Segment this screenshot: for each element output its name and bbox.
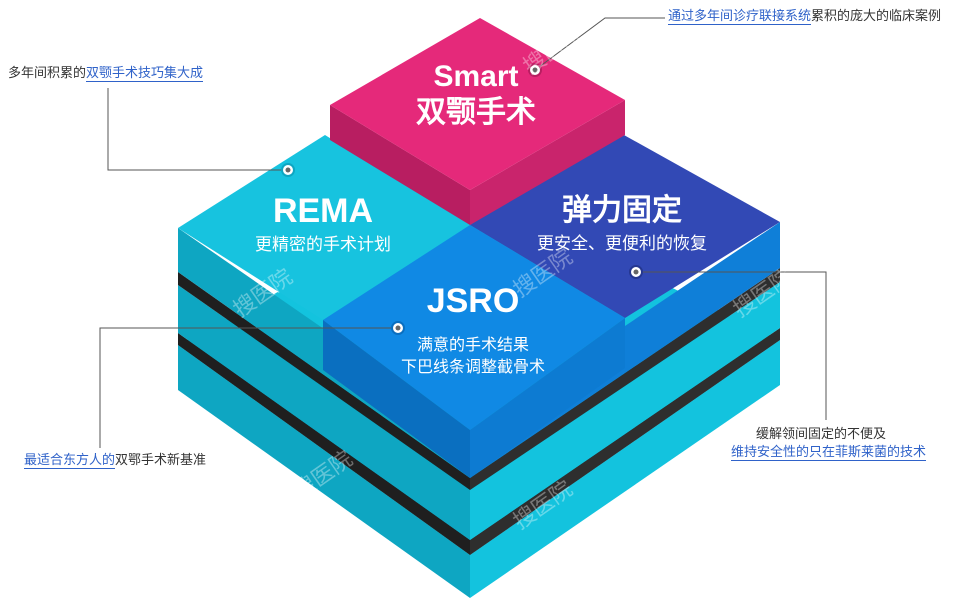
- jsro-tile-front-left: [323, 320, 470, 478]
- annotation-top-left-highlight: 双颚手术技巧集大成: [86, 66, 204, 82]
- middle-slab-left-face: [178, 285, 470, 540]
- dark-band-upper: [178, 268, 780, 490]
- elastic-title: 弹力固定: [562, 193, 682, 227]
- jsro-tile: [323, 225, 625, 430]
- dark-band-lower: [178, 328, 780, 555]
- marker-dots: [281, 63, 643, 335]
- leader-bottom-left: [99, 327, 398, 448]
- annotation-bottom-right: 缓解领间固定的不便及 维持安全性的只在菲斯莱菌的技术: [716, 426, 926, 462]
- annotation-bottom-right-line1: 缓解领间固定的不便及: [755, 427, 886, 442]
- smart-tile: [330, 18, 625, 190]
- dark-band-upper-left: [178, 272, 470, 490]
- jsro-title: JSRO: [427, 282, 520, 320]
- leader-bottom-right: [636, 271, 827, 420]
- dark-band-upper-right: [470, 268, 780, 490]
- annotation-top-right-rest: 累积的庞大的临床案例: [811, 9, 942, 24]
- annotation-bottom-left-rest: 双鄂手术新基准: [115, 453, 207, 468]
- annotation-top-right: 通过多年间诊疗联接系统累积的庞大的临床案例: [668, 8, 941, 26]
- middle-slab-right-face: [470, 282, 780, 540]
- marker-rema-core: [285, 167, 291, 173]
- leader-top-left: [107, 88, 288, 171]
- jsro-subtitle-line2: 下巴线条调整截骨术: [401, 358, 545, 376]
- annotation-bottom-right-line2-wrap: 维持安全性的只在菲斯莱菌的技术: [716, 444, 926, 462]
- annotation-top-left: 多年间积累的双颚手术技巧集大成: [8, 65, 204, 83]
- rema-subtitle: 更精密的手术计划: [255, 235, 391, 254]
- leader-top-right: [534, 17, 665, 71]
- marker-elastic-core: [633, 269, 639, 275]
- annotation-bottom-left-highlight: 最适合东方人的: [24, 453, 116, 469]
- jsro-subtitle-line1: 满意的手术结果: [417, 335, 529, 354]
- smart-block-right-face: [470, 100, 625, 225]
- annotation-bottom-left: 最适合东方人的双鄂手术新基准: [24, 452, 206, 470]
- annotation-bottom-right-line2: 维持安全性的只在菲斯莱菌的技术: [730, 445, 926, 461]
- dark-band-lower-left: [178, 333, 470, 555]
- smart-block-left-face: [330, 105, 470, 225]
- annotation-top-right-highlight: 通过多年间诊疗联接系统: [668, 9, 812, 25]
- bottom-slab-left-face: [178, 345, 470, 598]
- elastic-subtitle: 更安全、更便利的恢复: [537, 234, 707, 253]
- smart-subtitle: 双颚手术: [416, 96, 536, 129]
- rema-tile: [178, 135, 470, 320]
- marker-smart-core: [532, 67, 538, 73]
- jsro-tile-front-right: [470, 318, 625, 478]
- annotation-top-left-plain: 多年间积累的: [8, 66, 87, 81]
- marker-jsro-core: [395, 325, 401, 331]
- smart-title: Smart: [433, 60, 518, 93]
- dark-band-lower-right: [470, 328, 780, 555]
- bottom-slab-right-face: [470, 340, 780, 598]
- middle-slab: [178, 282, 780, 540]
- rema-title: REMA: [273, 192, 373, 230]
- leader-lines: [99, 17, 827, 448]
